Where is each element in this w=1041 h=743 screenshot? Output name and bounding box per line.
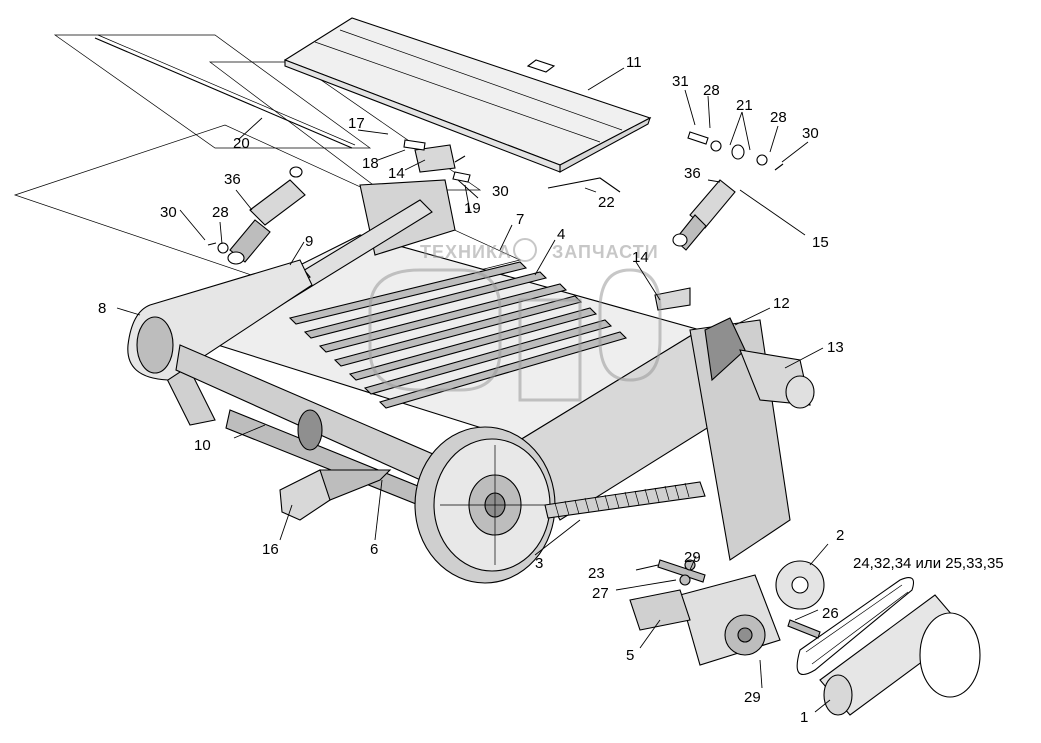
pins-and-washers <box>207 131 784 254</box>
small-fasteners <box>657 559 821 639</box>
callout-28-top: 28 <box>703 82 720 99</box>
callout-28-right: 28 <box>770 109 787 126</box>
callout-10: 10 <box>194 437 211 454</box>
callout-20: 20 <box>233 135 250 152</box>
callout-24-32-34-or-25-33-35: 24,32,34 или 25,33,35 <box>853 555 1004 572</box>
part-16-bracket <box>279 469 392 521</box>
callout-28-left: 28 <box>212 204 229 221</box>
callout-27: 27 <box>592 585 609 602</box>
callout-8: 8 <box>98 300 106 317</box>
callout-26: 26 <box>822 605 839 622</box>
callout-30-middle: 30 <box>492 183 509 200</box>
part-14-brackets <box>414 144 691 311</box>
callout-11: 11 <box>626 54 642 71</box>
part-22-bent-rod <box>547 177 621 193</box>
part-36-left-cylinder <box>227 166 306 265</box>
callout-14-lower: 14 <box>632 249 649 266</box>
callout-17: 17 <box>348 115 365 132</box>
callout-23: 23 <box>588 565 605 582</box>
callout-numbers: 11 17 18 14 19 30 20 22 7 4 9 36 30 28 8… <box>98 54 1004 726</box>
callout-16: 16 <box>262 541 279 558</box>
callout-30-left: 30 <box>160 204 177 221</box>
callout-18: 18 <box>362 155 379 172</box>
callout-12: 12 <box>773 295 790 312</box>
callout-9: 9 <box>305 233 313 250</box>
part-8-left-belt-housing <box>127 259 313 381</box>
callout-15: 15 <box>812 234 829 251</box>
callout-5: 5 <box>626 647 634 664</box>
callout-1: 1 <box>800 709 808 726</box>
watermark: ТЕХНИКА ЗАПЧАСТИ <box>368 238 662 402</box>
watermark-right: ЗАПЧАСТИ <box>552 242 659 262</box>
callout-29-lower: 29 <box>744 689 761 706</box>
callout-19: 19 <box>464 200 481 217</box>
callout-36-left: 36 <box>224 171 241 188</box>
callout-36-right: 36 <box>684 165 701 182</box>
part-5-gearbox <box>629 574 781 666</box>
part-3-tension-spring <box>544 481 706 519</box>
callout-22: 22 <box>598 194 615 211</box>
callout-21: 21 <box>736 97 753 114</box>
callout-2: 2 <box>836 527 844 544</box>
callout-6: 6 <box>370 541 378 558</box>
main-drive-pulley <box>414 426 556 584</box>
watermark-left: ТЕХНИКА <box>420 242 512 262</box>
part-2-sprocket <box>775 560 825 610</box>
part-36-right-cylinder <box>672 179 736 251</box>
part-20-rod <box>94 34 356 149</box>
part-24-belt <box>796 577 915 675</box>
callout-14-upper: 14 <box>388 165 405 182</box>
callout-7: 7 <box>516 211 524 228</box>
callout-3: 3 <box>535 555 543 572</box>
callout-29-upper: 29 <box>684 549 701 566</box>
part-11-cover-panel <box>283 17 652 173</box>
callout-30-right: 30 <box>802 125 819 142</box>
callout-31: 31 <box>672 73 689 90</box>
callout-13: 13 <box>827 339 844 356</box>
part-1-belt-guard <box>819 594 981 716</box>
callout-4: 4 <box>557 226 565 243</box>
leader-lines <box>116 67 831 713</box>
